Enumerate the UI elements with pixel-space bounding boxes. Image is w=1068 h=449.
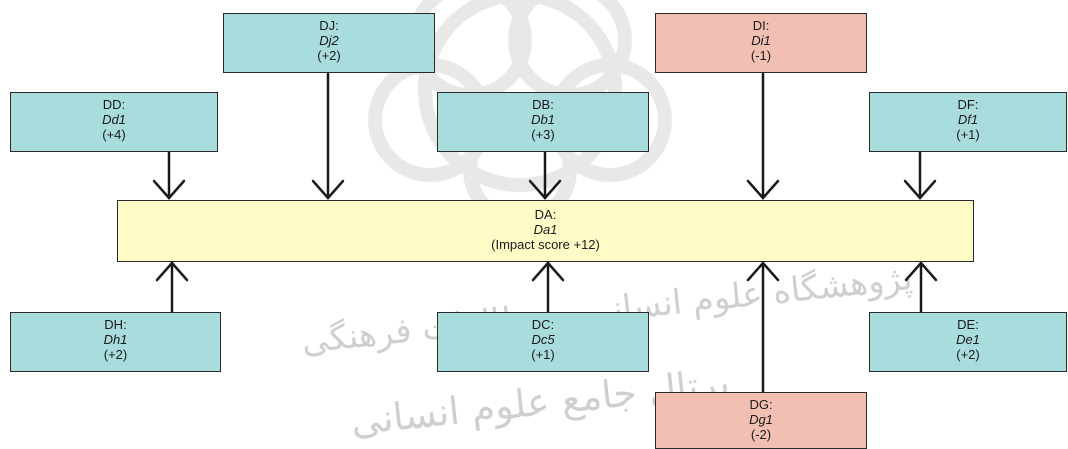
node-dh: DH: Dh1 (+2) [10, 312, 221, 372]
node-di-title: DI: [752, 18, 770, 33]
node-de-score: (+2) [956, 347, 980, 362]
node-di-score: (-1) [750, 48, 772, 63]
node-df-title: DF: [957, 97, 979, 112]
node-da-title: DA: [534, 207, 557, 222]
arrowhead-de [904, 261, 938, 282]
arrowhead-df [903, 179, 937, 200]
node-db: DB: Db1 (+3) [437, 92, 649, 152]
node-di: DI: Di1 (-1) [655, 13, 867, 73]
node-dh-score: (+2) [103, 347, 128, 362]
node-da-value: Da1 [533, 222, 558, 237]
node-db-title: DB: [532, 97, 554, 112]
node-de: DE: De1 (+2) [869, 312, 1067, 372]
node-di-value: Di1 [751, 33, 771, 48]
node-da: DA: Da1 (Impact score +12) [117, 200, 974, 262]
node-dj-title: DJ: [319, 18, 339, 33]
node-de-value: De1 [956, 332, 980, 347]
node-db-score: (+3) [531, 127, 555, 142]
arrowhead-dj [311, 179, 345, 200]
node-de-title: DE: [957, 317, 979, 332]
node-dj: DJ: Dj2 (+2) [223, 13, 435, 73]
arrowhead-dg [746, 261, 780, 282]
node-dg-title: DG: [749, 397, 773, 412]
arrowhead-dh [155, 261, 189, 282]
node-df-value: Df1 [957, 112, 979, 127]
arrowhead-dc [531, 261, 565, 282]
node-dg-score: (-2) [750, 427, 772, 442]
node-dc-value: Dc5 [531, 332, 555, 347]
node-df: DF: Df1 (+1) [869, 92, 1067, 152]
arrowhead-db [528, 179, 562, 200]
node-dj-value: Dj2 [319, 33, 339, 48]
node-dd: DD: Dd1 (+4) [10, 92, 218, 152]
node-dg-value: Dg1 [749, 412, 773, 427]
node-db-value: Db1 [531, 112, 555, 127]
node-da-score: (Impact score +12) [491, 237, 600, 252]
node-dc-title: DC: [531, 317, 555, 332]
node-dc-score: (+1) [531, 347, 555, 362]
node-dc: DC: Dc5 (+1) [437, 312, 649, 372]
node-dh-title: DH: [104, 317, 127, 332]
arrowhead-di [746, 179, 780, 200]
node-dd-score: (+4) [102, 127, 126, 142]
node-dd-title: DD: [102, 97, 126, 112]
arrowhead-dd [152, 179, 186, 200]
node-dj-score: (+2) [317, 48, 341, 63]
node-df-score: (+1) [956, 127, 980, 142]
node-dd-value: Dd1 [102, 112, 126, 127]
node-dg: DG: Dg1 (-2) [655, 392, 867, 449]
node-dh-value: Dh1 [103, 332, 128, 347]
